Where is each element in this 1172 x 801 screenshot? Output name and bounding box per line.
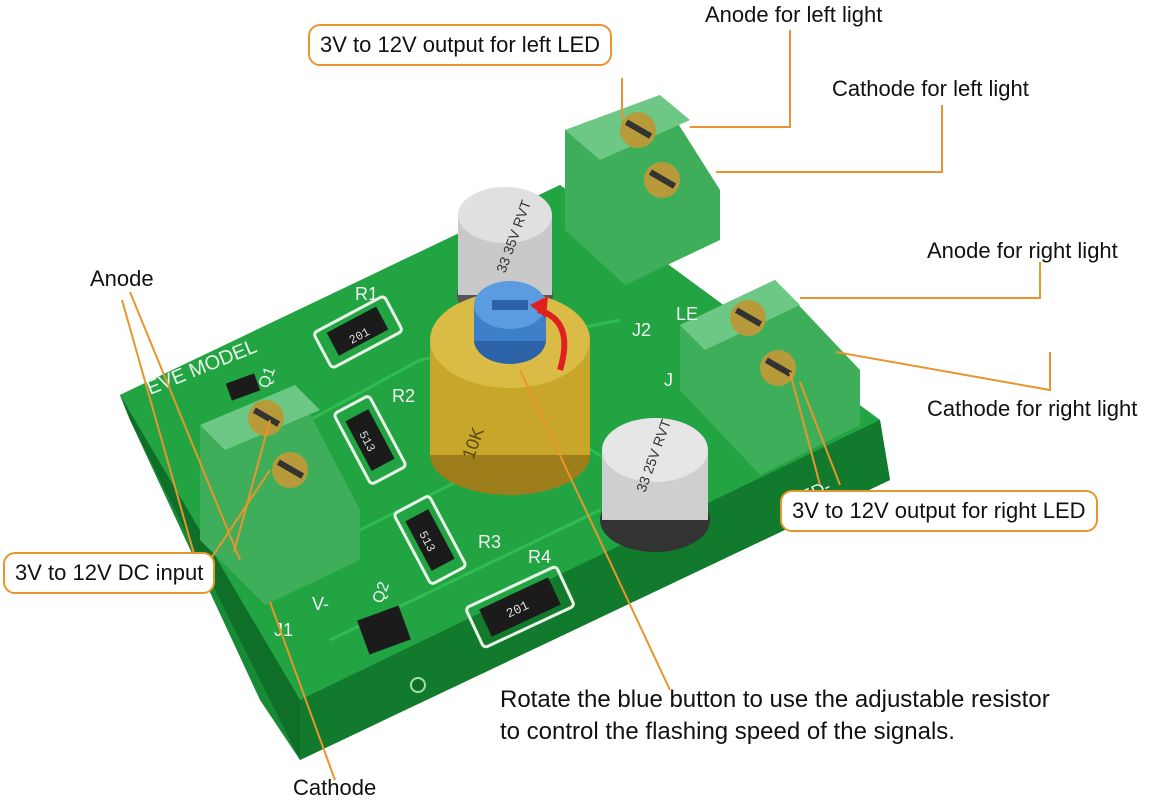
label-anode-left: Anode for left light bbox=[705, 2, 883, 27]
terminal-j2 bbox=[565, 95, 720, 285]
board-q2-label: Q2 bbox=[370, 580, 393, 606]
potentiometer bbox=[430, 281, 590, 495]
transistor-q1 bbox=[225, 373, 261, 401]
transistor-q2 bbox=[357, 605, 411, 655]
terminal-j1 bbox=[200, 385, 360, 605]
board-r4-label: R4 bbox=[528, 547, 551, 567]
resistor-r2 bbox=[333, 395, 407, 485]
board-led-plus-label: LE bbox=[676, 304, 698, 324]
instruction-line-1: Rotate the blue button to use the adjust… bbox=[500, 686, 1050, 713]
instruction-text: Rotate the blue button to use the adjust… bbox=[500, 684, 1050, 749]
board-j2-label: J2 bbox=[632, 320, 651, 340]
board-r3-label: R3 bbox=[478, 532, 501, 552]
resistor-r3 bbox=[393, 495, 467, 585]
label-output-right: 3V to 12V output for right LED bbox=[780, 490, 1098, 533]
board-r2-label: R2 bbox=[392, 386, 415, 406]
label-cathode-right: Cathode for right light bbox=[927, 396, 1138, 421]
label-cathode-left: Cathode for left light bbox=[832, 76, 1029, 101]
rotate-arrow-icon bbox=[530, 296, 568, 371]
label-anode: Anode bbox=[90, 266, 154, 291]
board-v-minus-label: V- bbox=[312, 594, 329, 614]
board-q1-label: Q1 bbox=[256, 365, 279, 391]
terminal-j3 bbox=[680, 280, 860, 475]
resistor-r4 bbox=[465, 565, 575, 649]
capacitor-bottom bbox=[600, 418, 710, 552]
label-output-left: 3V to 12V output for left LED bbox=[308, 24, 613, 67]
label-anode-right: Anode for right light bbox=[927, 238, 1118, 263]
label-dc-input: 3V to 12V DC input bbox=[3, 552, 216, 595]
label-cathode: Cathode bbox=[293, 775, 377, 800]
board-j3-label: J bbox=[664, 370, 673, 390]
board-r1-label: R1 bbox=[355, 284, 378, 304]
resistor-r1 bbox=[313, 295, 403, 369]
instruction-line-2: to control the flashing speed of the sig… bbox=[500, 718, 955, 746]
